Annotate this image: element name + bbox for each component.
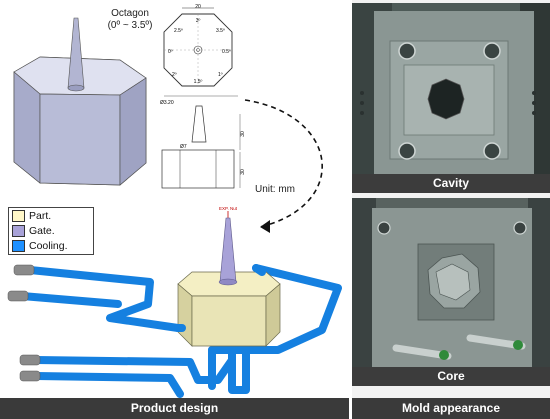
octagon-title-text: Octagon [111,8,149,19]
angle-label: 2º [172,72,177,78]
legend-item-part: Part. [9,209,93,223]
drawing-top-dim: 20 [195,4,201,10]
octagon-angle-range: (0º ~ 3.5º) [107,20,153,31]
height-dim: 30 [240,131,246,137]
cavity-photo: Cavity [352,3,550,193]
angle-label: 0.5º [222,49,231,55]
angle-label: 1.5º [194,79,203,85]
octagon-title: Octagon (0º ~ 3.5º) [100,8,160,32]
legend-label: Cooling. [29,240,68,252]
cooling-channels [18,264,342,398]
angle-label: 2.5º [174,28,183,34]
legend-label: Part. [29,210,52,222]
pin-diameter-dim: Ø3.20 [160,100,174,106]
octagon-top-view-drawing: 20 3º 2.5º 3.5º 0.5º 0º 1º 2º 1.5º [163,4,233,87]
legend-label: Gate. [29,225,55,237]
core-photo-image [352,198,550,386]
mold-design-3d: EXP. Nut [7,206,342,398]
angle-label: 1º [218,72,223,78]
octagon-side-view-drawing: Ø3.20 Ø7 30 30 [160,95,246,189]
cooling-channels-front [174,264,266,332]
cavity-photo-image [352,3,550,193]
legend-swatch-cooling [12,240,25,252]
cavity-caption: Cavity [352,174,550,193]
legend-item-gate: Gate. [9,224,93,238]
product-design-panel: Octagon (0º ~ 3.5º) 20 3º 2.5º 3.5º 0.5º… [0,4,349,419]
body-height-dim: 30 [240,169,246,175]
arrow-head-icon [260,220,270,233]
cooling-pipe-ends [7,264,41,382]
pin-base-dim: Ø7 [180,144,187,150]
angle-label: 3.5º [216,28,225,34]
panel-divider [349,0,352,419]
mold-appearance-panel: Cavity Core Mold appearance [352,0,550,419]
unit-label: Unit: mm [255,184,295,195]
legend-swatch-gate [12,225,25,237]
gate-marker-label: EXP. Nut [219,206,238,211]
product-design-caption: Product design [0,398,349,419]
octagon-3d-model [13,17,147,186]
legend: Part. Gate. Cooling. [8,207,94,255]
legend-item-cooling: Cooling. [9,239,93,253]
legend-swatch-part [12,210,25,222]
dashed-arrow [244,99,323,233]
core-photo: Core [352,198,550,386]
angle-label: 3º [196,18,201,24]
mold-appearance-caption: Mold appearance [352,398,550,419]
core-caption: Core [352,367,550,386]
angle-label: 0º [168,49,173,55]
gate-sprue [218,217,238,286]
